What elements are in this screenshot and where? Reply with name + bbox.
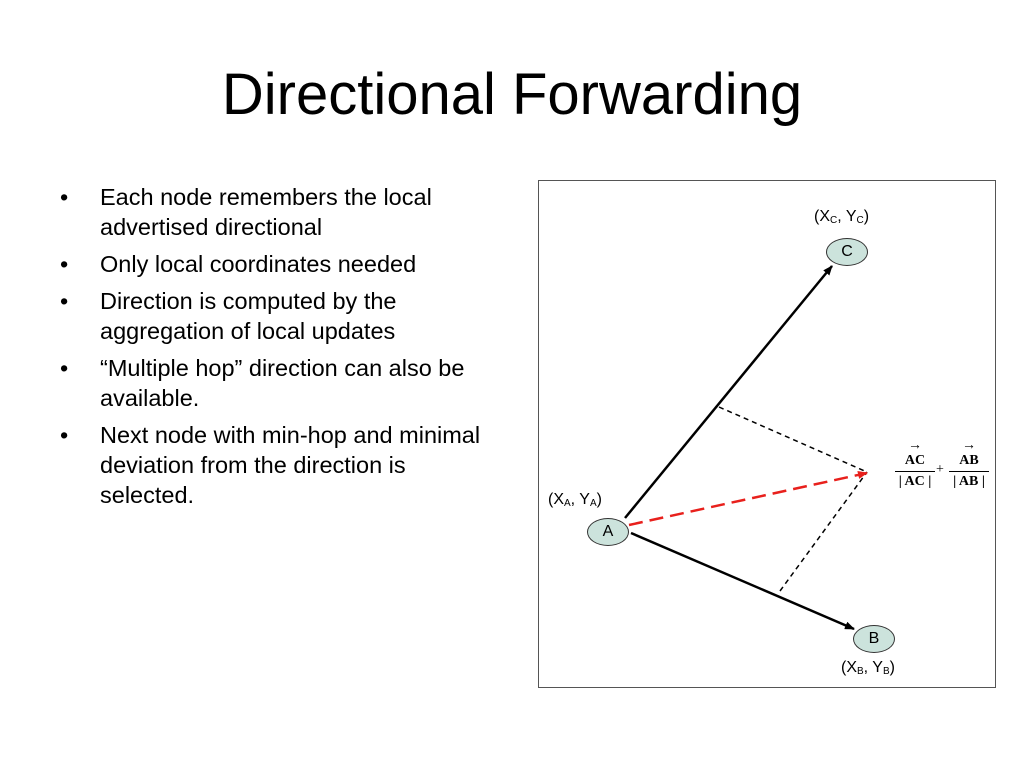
bullet-text: Next node with min-hop and minimal devia… — [100, 422, 481, 508]
bullet-marker: • — [60, 355, 69, 381]
unit-vector-sum-formula: → AC | AC | + → AB | AB | — [895, 439, 995, 501]
bullet-text: Only local coordinates needed — [100, 251, 417, 277]
coord-b-open: (X — [841, 659, 857, 676]
coord-a-y-subscript: A — [589, 498, 597, 509]
coord-c-mid: , Y — [837, 208, 857, 225]
bullet-list: • Each node remembers the local advertise… — [60, 182, 500, 517]
parallelogram-dashed-line-top — [718, 406, 868, 473]
bullet-item: • “Multiple hop” direction can also be av… — [60, 353, 500, 413]
coord-label-a: (XA, YA) — [548, 491, 602, 509]
coord-b-close: ) — [889, 659, 895, 676]
formula-ac-numerator: AC — [904, 453, 926, 468]
diagram-canvas — [624, 265, 868, 631]
coord-a-open: (X — [548, 491, 564, 508]
coord-b-y-subscript: B — [882, 666, 890, 677]
coord-a-mid: , Y — [570, 491, 590, 508]
diagram-panel: C A B (XC, YC) (XA, YA) (XB, YB) → AC | … — [538, 180, 996, 688]
bullet-item: • Only local coordinates needed — [60, 249, 500, 279]
formula-ab-numerator: AB — [959, 453, 979, 468]
coord-c-open: (X — [814, 208, 830, 225]
vector-arrow-icon: → — [962, 438, 976, 453]
bullet-marker: • — [60, 251, 69, 277]
coord-a-close: ) — [596, 491, 602, 508]
node-c: C — [826, 238, 868, 266]
fraction-bar — [949, 471, 989, 472]
coord-b-x-subscript: B — [857, 666, 864, 677]
vector-ac-arrow — [624, 265, 833, 519]
node-a: A — [587, 518, 629, 546]
vector-ab-arrow — [630, 531, 855, 631]
bullet-item: • Each node remembers the local advertise… — [60, 182, 500, 242]
coord-c-close: ) — [863, 208, 870, 225]
resultant-direction-arrow — [628, 471, 868, 527]
bullet-text: Each node remembers the local advertised… — [100, 184, 432, 240]
fraction-bar — [895, 471, 935, 472]
slide-title: Directional Forwarding — [221, 62, 803, 127]
coord-label-b: (XB, YB) — [841, 659, 895, 677]
bullet-marker: • — [60, 422, 69, 448]
formula-ab-denominator: | AB | — [953, 474, 985, 489]
bullet-text: “Multiple hop” direction can also be ava… — [100, 355, 465, 411]
bullet-text: Direction is computed by the aggregation… — [100, 288, 397, 344]
bullet-item: • Next node with min-hop and minimal devi… — [60, 420, 500, 510]
formula-term-ac: → AC | AC | — [895, 439, 935, 490]
bullet-item: • Direction is computed by the aggregatio… — [60, 286, 500, 346]
coord-b-mid: , Y — [863, 659, 883, 676]
coord-label-c: (XC, YC) — [814, 208, 869, 226]
bullet-marker: • — [60, 288, 69, 314]
formula-term-ab: → AB | AB | — [949, 439, 989, 490]
formula-plus-sign: + — [936, 462, 944, 477]
vector-arrow-icon: → — [908, 438, 922, 453]
bullet-marker: • — [60, 184, 69, 210]
parallelogram-dashed-line-bottom — [779, 471, 868, 592]
coord-c-x-subscript: C — [830, 215, 838, 226]
coord-a-x-subscript: A — [564, 498, 571, 509]
formula-ac-denominator: | AC | — [898, 474, 932, 489]
node-b: B — [853, 625, 895, 653]
coord-c-y-subscript: C — [856, 215, 864, 226]
